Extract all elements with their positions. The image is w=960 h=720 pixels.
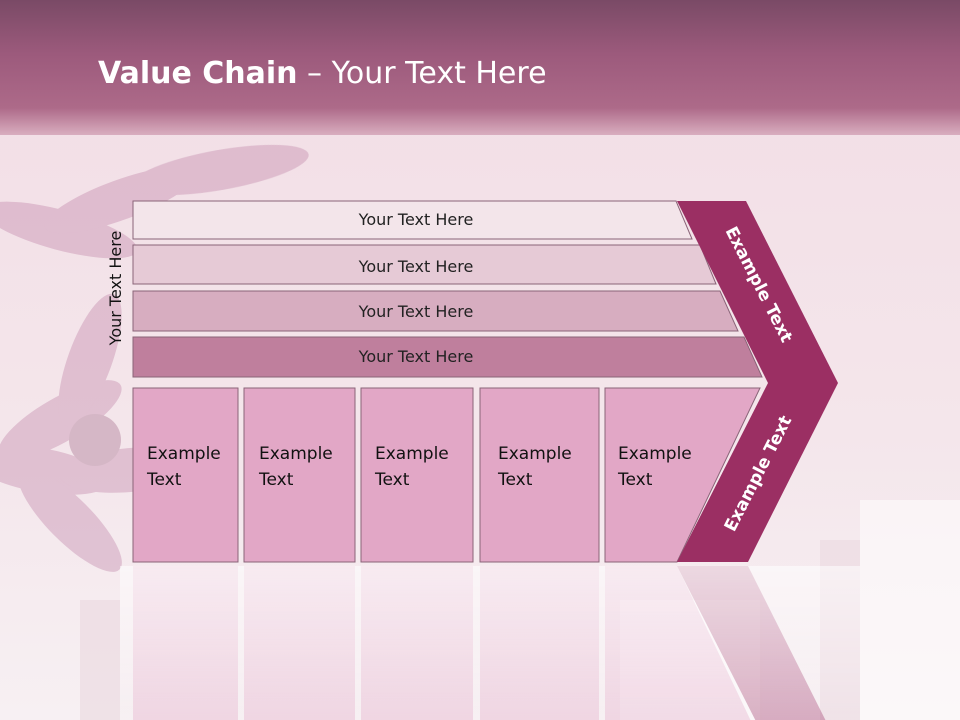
support-bar-3-label: Your Text Here xyxy=(358,302,474,321)
title-rest: – Your Text Here xyxy=(297,56,547,91)
header-band xyxy=(0,0,960,135)
activity-column-3-line1: Example xyxy=(375,444,449,464)
activity-column-4-line2: Text xyxy=(497,470,533,490)
flower-decoration xyxy=(0,144,309,572)
support-bar-1 xyxy=(132,200,693,240)
activity-column-2-line1: Example xyxy=(259,444,333,464)
title-bold: Value Chain xyxy=(98,56,298,91)
activity-column-5-line1: Example xyxy=(618,444,692,464)
activity-column-3-line2: Text xyxy=(374,470,410,490)
support-bar-2-label: Your Text Here xyxy=(358,257,474,276)
activity-column-4 xyxy=(479,387,600,563)
activity-column-5-line2: Text xyxy=(617,470,653,490)
activity-column-4-text: Example Text xyxy=(497,444,577,490)
activity-column-3 xyxy=(360,387,474,563)
activity-column-1-line1: Example xyxy=(147,444,221,464)
support-bar-3 xyxy=(132,290,739,332)
support-bar-4-label: Your Text Here xyxy=(358,347,474,366)
margin-chevron-upper xyxy=(677,201,838,383)
activity-column-5-text: Example Text xyxy=(617,444,697,490)
support-bar-2 xyxy=(132,244,717,285)
activity-column-1-line2: Text xyxy=(146,470,182,490)
support-bar-1-label: Your Text Here xyxy=(358,210,474,229)
support-bar-4 xyxy=(132,336,763,378)
activity-column-1-text: Example Text xyxy=(146,444,226,490)
page-title: Value Chain – Your Text Here xyxy=(98,52,547,96)
side-label: Your Text Here xyxy=(106,231,125,347)
reflection-fade xyxy=(120,566,860,720)
activity-column-2-text: Example Text xyxy=(258,444,338,490)
activity-column-1 xyxy=(132,387,239,563)
activity-column-2-line2: Text xyxy=(258,470,294,490)
margin-chevron-lower xyxy=(677,383,838,562)
activity-column-3-text: Example Text xyxy=(374,444,454,490)
activity-column-2 xyxy=(243,387,356,563)
activity-column-4-line1: Example xyxy=(498,444,572,464)
